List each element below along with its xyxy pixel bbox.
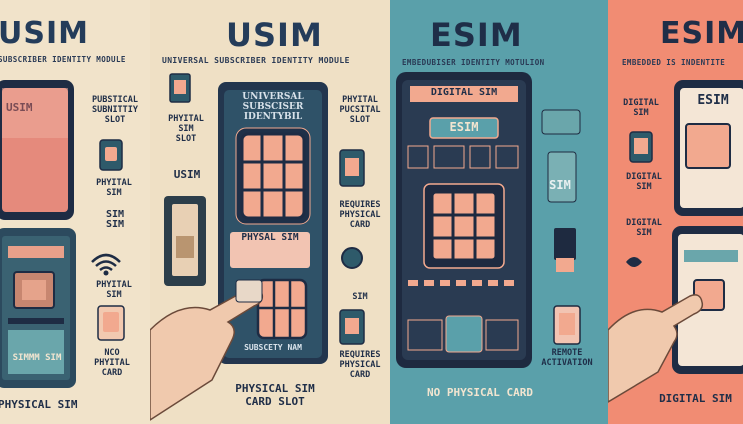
usim-left-title: USIM bbox=[0, 16, 89, 51]
usim-main-right-label-2: REQUIRES PHYSICAL CARD bbox=[339, 200, 381, 230]
usim-left-footer: PHYSICAL SIM bbox=[0, 398, 78, 411]
usim-left-phone-graphic bbox=[0, 80, 125, 388]
esim-main-footer: NO PHYSICAL CARD bbox=[427, 386, 533, 399]
usim-main-title: USIM bbox=[226, 16, 323, 54]
usim-main-card-text-2: PHYSAL SIM bbox=[241, 232, 299, 243]
usim-main-right-label-3: SIM bbox=[352, 292, 368, 302]
esim-right-subtitle: EMBEDDED IS INDENTITE bbox=[622, 58, 726, 67]
esim-board-title: ESIM bbox=[449, 120, 479, 134]
usim-left-label-card: NCO PHYITAL CARD bbox=[94, 348, 130, 378]
usim-main-card-text-3: SUBSCETY NAM bbox=[244, 343, 302, 352]
usim-left-panel: USIM SUBSCRIBER IDENTITY MODULE USIM PUB… bbox=[0, 0, 150, 424]
usim-left-subtitle: SUBSCRIBER IDENTITY MODULE bbox=[0, 55, 126, 64]
usim-main-card-graphic bbox=[150, 73, 365, 421]
esim-main-subtitle: EMBEDUBISER IDENTITY MOTULION bbox=[402, 58, 545, 67]
usim-main-right-label-1: PHYITAL PUCSITAL SLOT bbox=[339, 95, 381, 125]
usim-main-card-text: UNIVERSAL SUBSCISER IDENTYBIL bbox=[242, 92, 304, 122]
usim-left-phone-screen: USIM bbox=[6, 101, 33, 114]
esim-right-title: ESIM bbox=[660, 16, 743, 51]
usim-main-left-label-2: USIM bbox=[173, 168, 201, 181]
esim-main-panel: ESIM EMBEDUBISER IDENTITY MOTULION bbox=[390, 0, 608, 424]
usim-main-right-label-4: REQUIRES PHYSICAL CARD bbox=[339, 350, 381, 380]
esim-main-right-label-remote: REMOTE ACTIVATION bbox=[541, 348, 593, 368]
usim-main-subtitle: UNIVERSAL SUBSCRIBER IDENTITY MODULE bbox=[162, 56, 350, 65]
esim-right-label-2: DIGITAL SIM bbox=[626, 172, 662, 192]
esim-board-label: DIGITAL SIM bbox=[430, 87, 498, 98]
esim-right-panel: ESIM EMBEDDED IS INDENTITE ESIM DIGITAL … bbox=[608, 0, 743, 424]
esim-right-phones-graphic bbox=[608, 80, 743, 403]
esim-main-title: ESIM bbox=[430, 16, 523, 54]
usim-left-label-physical-2: PHYITAL SIM bbox=[96, 280, 132, 300]
esim-main-right-label-sim: SIM bbox=[549, 178, 571, 192]
esim-board-graphic bbox=[396, 72, 581, 368]
usim-main-footer: PHYSICAL SIM CARD SLOT bbox=[235, 382, 315, 408]
usim-left-label-physical: PHYITAL SIM bbox=[96, 178, 132, 198]
usim-left-label-slot: PUBSTICAL SUBNITTIY SLOT bbox=[91, 95, 139, 125]
usim-left-chip-text: SIMMM SIM bbox=[12, 353, 62, 363]
usim-left-label-sim: SIM SIM bbox=[105, 209, 125, 230]
esim-right-footer: DIGITAL SIM bbox=[659, 392, 732, 405]
usim-main-panel: USIM UNIVERSAL SUBSCRIBER IDENTITY MODUL… bbox=[150, 0, 390, 424]
esim-right-phone-screen: ESIM bbox=[697, 93, 729, 108]
usim-main-left-label-1: PHYITAL SIM SLOT bbox=[168, 114, 204, 144]
esim-right-label-1: DIGITAL SIM bbox=[623, 98, 659, 118]
esim-right-label-3: DIGITAL SIM bbox=[626, 218, 662, 238]
